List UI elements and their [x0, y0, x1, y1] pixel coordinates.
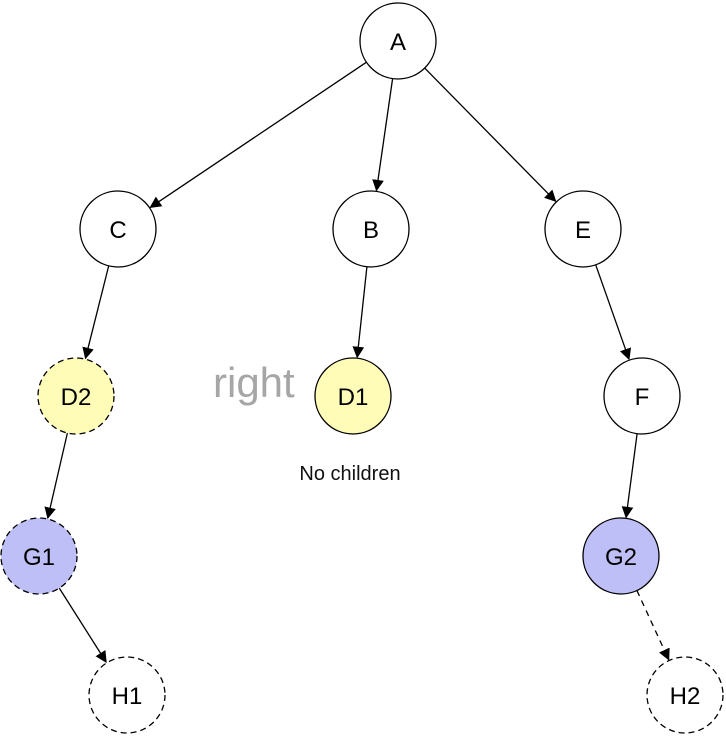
node-h1-circle [88, 656, 166, 734]
node-a-circle [359, 2, 437, 80]
edge-a-e [424, 67, 557, 203]
node-g1-label: G1 [23, 544, 55, 571]
edge-a-b [372, 78, 394, 192]
node-d1-label: D1 [338, 384, 369, 411]
node-c-circle [79, 190, 157, 268]
node-g2-label: G2 [605, 544, 637, 571]
node-d2[interactable]: D2 [37, 357, 115, 435]
node-b-circle [332, 190, 410, 268]
node-c[interactable]: C [79, 190, 157, 268]
node-a-label: A [390, 29, 406, 56]
node-d2-circle [37, 357, 115, 435]
node-e-label: E [575, 217, 591, 244]
edge-f-g2 [621, 433, 638, 519]
edge-e-f [595, 264, 632, 361]
edge-g2-h2 [636, 590, 670, 661]
edge-d2-g1 [44, 432, 69, 520]
node-d1-circle [314, 357, 392, 435]
node-b-label: B [363, 217, 379, 244]
edge-c-d2 [82, 265, 110, 360]
edge-g1-h1 [58, 587, 107, 663]
node-g1[interactable]: G1 [0, 517, 78, 595]
node-g2-circle [582, 517, 660, 595]
node-h1-label: H1 [112, 683, 143, 710]
edge-a-c [149, 61, 367, 208]
node-a[interactable]: A [359, 2, 437, 80]
d1-note: No children [299, 463, 400, 485]
node-e[interactable]: E [544, 190, 622, 268]
edges [44, 61, 670, 663]
node-f-label: F [635, 384, 650, 411]
node-h2-circle [646, 656, 724, 734]
node-d1[interactable]: D1 [314, 357, 392, 435]
node-b[interactable]: B [332, 190, 410, 268]
node-g2[interactable]: G2 [582, 517, 660, 595]
node-h2[interactable]: H2 [646, 656, 724, 734]
watermark-text: right [213, 359, 295, 406]
node-f[interactable]: F [603, 357, 681, 435]
node-g1-circle [0, 517, 78, 595]
node-h2-label: H2 [670, 683, 701, 710]
node-e-circle [544, 190, 622, 268]
edge-b-d1 [352, 266, 368, 359]
node-h1[interactable]: H1 [88, 656, 166, 734]
node-c-label: C [109, 217, 126, 244]
node-f-circle [603, 357, 681, 435]
node-d2-label: D2 [61, 384, 92, 411]
